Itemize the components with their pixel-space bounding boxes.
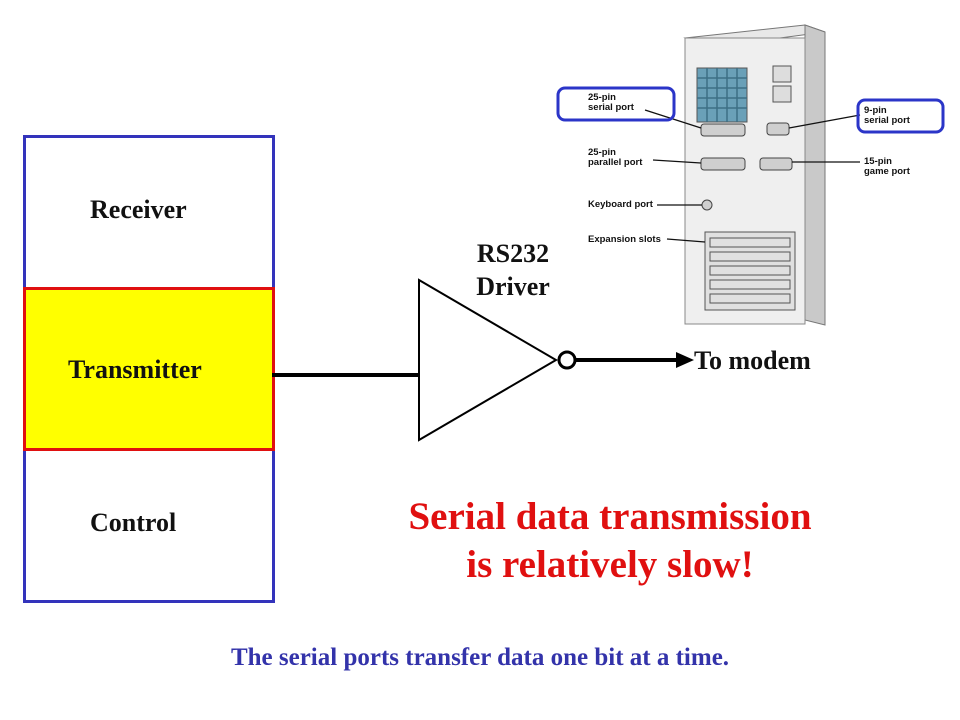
serial25-highlight xyxy=(556,86,676,122)
serial9-label: 9-pin serial port xyxy=(864,106,910,126)
keyboard-port-icon xyxy=(701,199,713,211)
serial25-label-line2: serial port xyxy=(588,102,634,113)
transmitter-block xyxy=(23,287,275,451)
game15-label-line2: game port xyxy=(864,166,910,177)
power-socket-icon xyxy=(772,85,792,103)
parallel25-label: 25-pin parallel port xyxy=(588,148,642,168)
parallel25-label-line2: parallel port xyxy=(588,157,643,168)
tower-side-face xyxy=(804,24,826,326)
keyboard-port-label: Keyboard port xyxy=(588,199,653,210)
game15-port-icon xyxy=(759,157,793,171)
serial25-port-icon xyxy=(700,123,746,137)
parallel25-port-icon xyxy=(700,157,746,171)
serial9-port-icon xyxy=(766,122,790,136)
parallel25-label-line1: 25-pin xyxy=(588,147,616,158)
expansion-slots-icon xyxy=(704,231,796,311)
serial9-label-line1: 9-pin xyxy=(864,105,887,116)
receiver-label: Receiver xyxy=(90,195,187,224)
control-label: Control xyxy=(90,508,177,537)
pc-tower-illustration xyxy=(556,24,945,326)
serial9-highlight xyxy=(856,98,945,134)
headline-line1: Serial data transmission xyxy=(408,495,812,538)
headline-line2: is relatively slow! xyxy=(466,543,754,586)
power-socket-icon xyxy=(772,65,792,83)
footer-caption: The serial ports transfer data one bit a… xyxy=(230,644,730,671)
driver-label-line2: Driver xyxy=(476,272,550,301)
game15-label-line1: 15-pin xyxy=(864,156,892,167)
driver-label: RS232 Driver xyxy=(468,234,558,307)
serial25-label-line1: 25-pin xyxy=(588,92,616,103)
to-modem-label: To modem xyxy=(694,346,811,375)
headline: Serial data transmission is relatively s… xyxy=(340,493,880,589)
driver-label-line1: RS232 xyxy=(476,239,550,268)
inverter-bubble xyxy=(557,350,577,370)
serial9-label-line2: serial port xyxy=(864,115,910,126)
transmitter-label: Transmitter xyxy=(68,355,202,384)
expansion-slots-label: Expansion slots xyxy=(588,234,661,245)
serial25-label: 25-pin serial port xyxy=(588,93,634,113)
game15-label: 15-pin game port xyxy=(864,157,910,177)
driver-triangle xyxy=(418,278,558,442)
arrow-head-icon xyxy=(676,352,694,368)
fan-icon xyxy=(696,67,748,123)
